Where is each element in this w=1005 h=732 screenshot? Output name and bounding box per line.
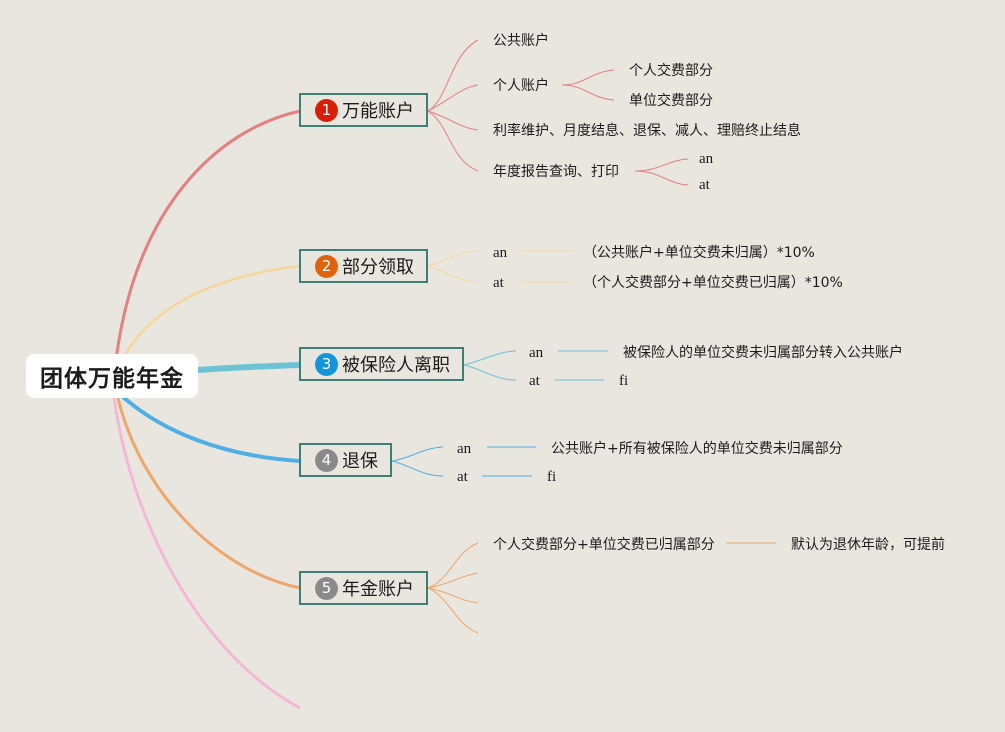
node-5-1-detail[interactable]: 默认为退休年龄，可提前 (791, 537, 945, 553)
branch-line-5 (116, 397, 301, 590)
badge-4-icon: 4 (315, 448, 338, 472)
topic-3-label: 被保险人离职 (342, 355, 450, 376)
node-1-2[interactable]: 个人账户 (493, 78, 549, 94)
node-1-4-1[interactable]: an (699, 151, 714, 167)
topic-1[interactable]: 1 万能账户 (299, 93, 428, 127)
branch-4-children-lines (391, 446, 536, 477)
node-3-1[interactable]: an (529, 345, 544, 361)
node-2-2[interactable]: at (493, 275, 504, 291)
node-2-2-detail[interactable]: （个人交费部分+单位交费已归属）*10% (583, 275, 843, 291)
node-2-1[interactable]: an (493, 245, 508, 261)
node-3-2[interactable]: at (529, 373, 540, 389)
branch-3-children-lines (463, 350, 608, 381)
root-topic[interactable]: 团体万能年金 (26, 354, 198, 398)
node-1-4-2[interactable]: at (699, 177, 710, 193)
badge-5-icon: 5 (315, 576, 338, 600)
branch-5-children-lines (427, 542, 776, 634)
root-label: 团体万能年金 (40, 366, 184, 392)
node-1-2-2[interactable]: 单位交费部分 (629, 93, 713, 109)
branch-line-3 (197, 362, 301, 373)
node-4-1[interactable]: an (457, 441, 472, 457)
node-4-2[interactable]: at (457, 469, 468, 485)
topic-3[interactable]: 3 被保险人离职 (299, 347, 464, 381)
branch-line-4 (120, 394, 301, 463)
topic-4[interactable]: 4 退保 (299, 443, 392, 477)
node-3-1-detail[interactable]: 被保险人的单位交费未归属部分转入公共账户 (623, 345, 903, 361)
node-3-2-detail[interactable]: fi (619, 373, 629, 389)
badge-3-icon: 3 (315, 352, 338, 376)
branch-line-2 (120, 264, 301, 361)
badge-1-icon: 1 (315, 98, 338, 122)
node-1-3[interactable]: 利率维护、月度结息、退保、减人、理赔终止结息 (493, 123, 801, 139)
node-2-1-detail[interactable]: （公共账户+单位交费未归属）*10% (583, 245, 815, 261)
node-5-1[interactable]: 个人交费部分+单位交费已归属部分 (493, 537, 715, 553)
topic-5[interactable]: 5 年金账户 (299, 571, 428, 605)
topic-4-label: 退保 (342, 451, 378, 472)
branch-2-children-lines (427, 250, 572, 283)
badge-2-icon: 2 (315, 254, 338, 278)
branch-1-children-lines (427, 39, 689, 186)
node-1-2-1[interactable]: 个人交费部分 (629, 63, 713, 79)
topic-1-label: 万能账户 (342, 101, 414, 122)
node-1-4[interactable]: 年度报告查询、打印 (493, 164, 619, 180)
node-1-1[interactable]: 公共账户 (493, 33, 549, 49)
branch-line-6 (112, 397, 301, 710)
branch-line-1 (114, 109, 301, 361)
node-4-2-detail[interactable]: fi (547, 469, 557, 485)
node-4-1-detail[interactable]: 公共账户+所有被保险人的单位交费未归属部分 (551, 441, 843, 457)
topic-2-label: 部分领取 (342, 257, 414, 278)
topic-2[interactable]: 2 部分领取 (299, 249, 428, 283)
topic-5-label: 年金账户 (342, 579, 414, 600)
